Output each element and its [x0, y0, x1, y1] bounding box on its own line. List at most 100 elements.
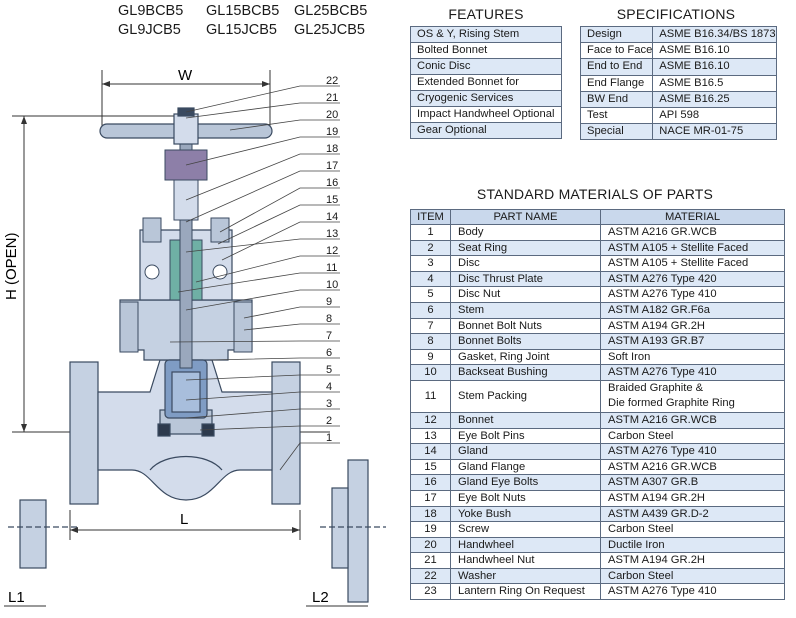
item-number: 20: [410, 536, 451, 554]
spec-value: ASME B16.5: [652, 74, 777, 92]
callout-number: 21: [326, 92, 338, 104]
callout-number: 3: [326, 398, 332, 410]
feature-item: Extended Bonnet for: [410, 74, 562, 91]
features-title: FEATURES: [448, 6, 524, 22]
part-name: Body: [450, 224, 601, 241]
valve-body: [69, 359, 301, 505]
callout-leader: [177, 272, 340, 293]
item-number: 18: [410, 505, 451, 523]
item-number: 22: [410, 567, 451, 585]
feature-row: Impact Handwheel Optional: [410, 106, 562, 123]
spec-value: ASME B16.25: [652, 90, 777, 108]
callout-number: 18: [326, 143, 338, 155]
callout-leader: [185, 102, 340, 119]
part-name: Seat Ring: [450, 239, 601, 257]
item-number: 16: [410, 474, 451, 491]
spec-label: Face to Face: [579, 42, 654, 60]
spec-label: Design: [579, 25, 654, 44]
item-number: 2: [410, 239, 451, 257]
part-name: Gland: [450, 443, 601, 460]
flange-end-right: [320, 459, 386, 603]
part-name: Disc: [450, 255, 601, 272]
material-cell: Carbon Steel: [600, 521, 785, 538]
width-dimension: [101, 70, 271, 130]
part-name: Bonnet Bolt Nuts: [450, 317, 601, 335]
material-cell: ASTM A105 + Stellite Faced: [600, 255, 785, 272]
spec-value: ASME B16.34/BS 1873: [652, 25, 777, 44]
callout-number: 9: [326, 296, 332, 308]
callout-leader: [185, 153, 340, 201]
part-name: Yoke Bush: [450, 505, 601, 523]
spec-label: BW End: [579, 90, 654, 108]
feature-row: Bolted Bonnet: [410, 42, 562, 59]
material-cell: ASTM A194 GR.2H: [600, 489, 785, 507]
part-name: Stem: [450, 301, 601, 319]
model-code: GL25JCB5: [294, 22, 365, 38]
spec-label: Test: [579, 106, 654, 125]
materials-header-row: ITEM PART NAME MATERIAL: [410, 209, 785, 225]
callout-leader: [243, 306, 340, 319]
feature-row: Conic Disc: [410, 58, 562, 75]
item-number: 15: [410, 458, 451, 476]
butt-weld-end-left: [8, 499, 80, 569]
part-name: Disc Nut: [450, 286, 601, 303]
part-name: Backseat Bushing: [450, 364, 601, 381]
item-number: 6: [410, 301, 451, 319]
material-cell: Carbon Steel: [600, 427, 785, 445]
part-name: Bonnet: [450, 411, 601, 429]
feature-row: OS & Y, Rising Stem: [410, 26, 562, 43]
material-cell: ASTM A194 GR.2H: [600, 317, 785, 335]
item-number: 9: [410, 348, 451, 366]
callout-number: 16: [326, 177, 338, 189]
callout-number: 17: [326, 160, 338, 172]
feature-item: Conic Disc: [410, 58, 562, 75]
header-item: ITEM: [410, 209, 451, 225]
part-name: Eye Bolt Pins: [450, 427, 601, 445]
spec-value: ASME B16.10: [652, 42, 777, 60]
callout-leader: [229, 119, 340, 131]
callout-number: 12: [326, 245, 338, 257]
part-name: Disc Thrust Plate: [450, 270, 601, 288]
callout-number: 13: [326, 228, 338, 240]
callout-number: 20: [326, 109, 338, 121]
item-number: 13: [410, 427, 451, 445]
spec-label: Special: [579, 123, 654, 141]
callout-leader: [185, 289, 340, 311]
callout-number: 19: [326, 126, 338, 138]
callout-leader: [185, 374, 340, 381]
material-cell: ASTM A182 GR.F6a: [600, 301, 785, 319]
feature-row: Gear Optional: [410, 122, 562, 139]
dim-l2-label: L2: [312, 589, 329, 606]
callout-number: 10: [326, 279, 338, 291]
feature-item: Cryogenic Services: [410, 90, 562, 107]
callout-number: 5: [326, 364, 332, 376]
part-name: Lantern Ring On Request: [450, 583, 601, 601]
feature-item: Bolted Bonnet: [410, 42, 562, 59]
material-cell: Soft Iron: [600, 348, 785, 366]
item-number: 12: [410, 411, 451, 429]
material-cell: ASTM A105 + Stellite Faced: [600, 239, 785, 257]
feature-item: Gear Optional: [410, 122, 562, 139]
item-number: 23: [410, 583, 451, 601]
material-line: Braided Graphite &: [608, 382, 704, 395]
length-dimension: [4, 510, 368, 607]
material-cell: Ductile Iron: [600, 536, 785, 554]
specifications-title: SPECIFICATIONS: [616, 6, 736, 22]
callout-leader: [185, 85, 340, 113]
part-name: Gasket, Ring Joint: [450, 348, 601, 366]
model-numbers: GL9BCB5 GL15BCB5 GL25BCB5 GL9JCB5 GL15JC…: [118, 2, 382, 40]
item-number: 4: [410, 270, 451, 288]
